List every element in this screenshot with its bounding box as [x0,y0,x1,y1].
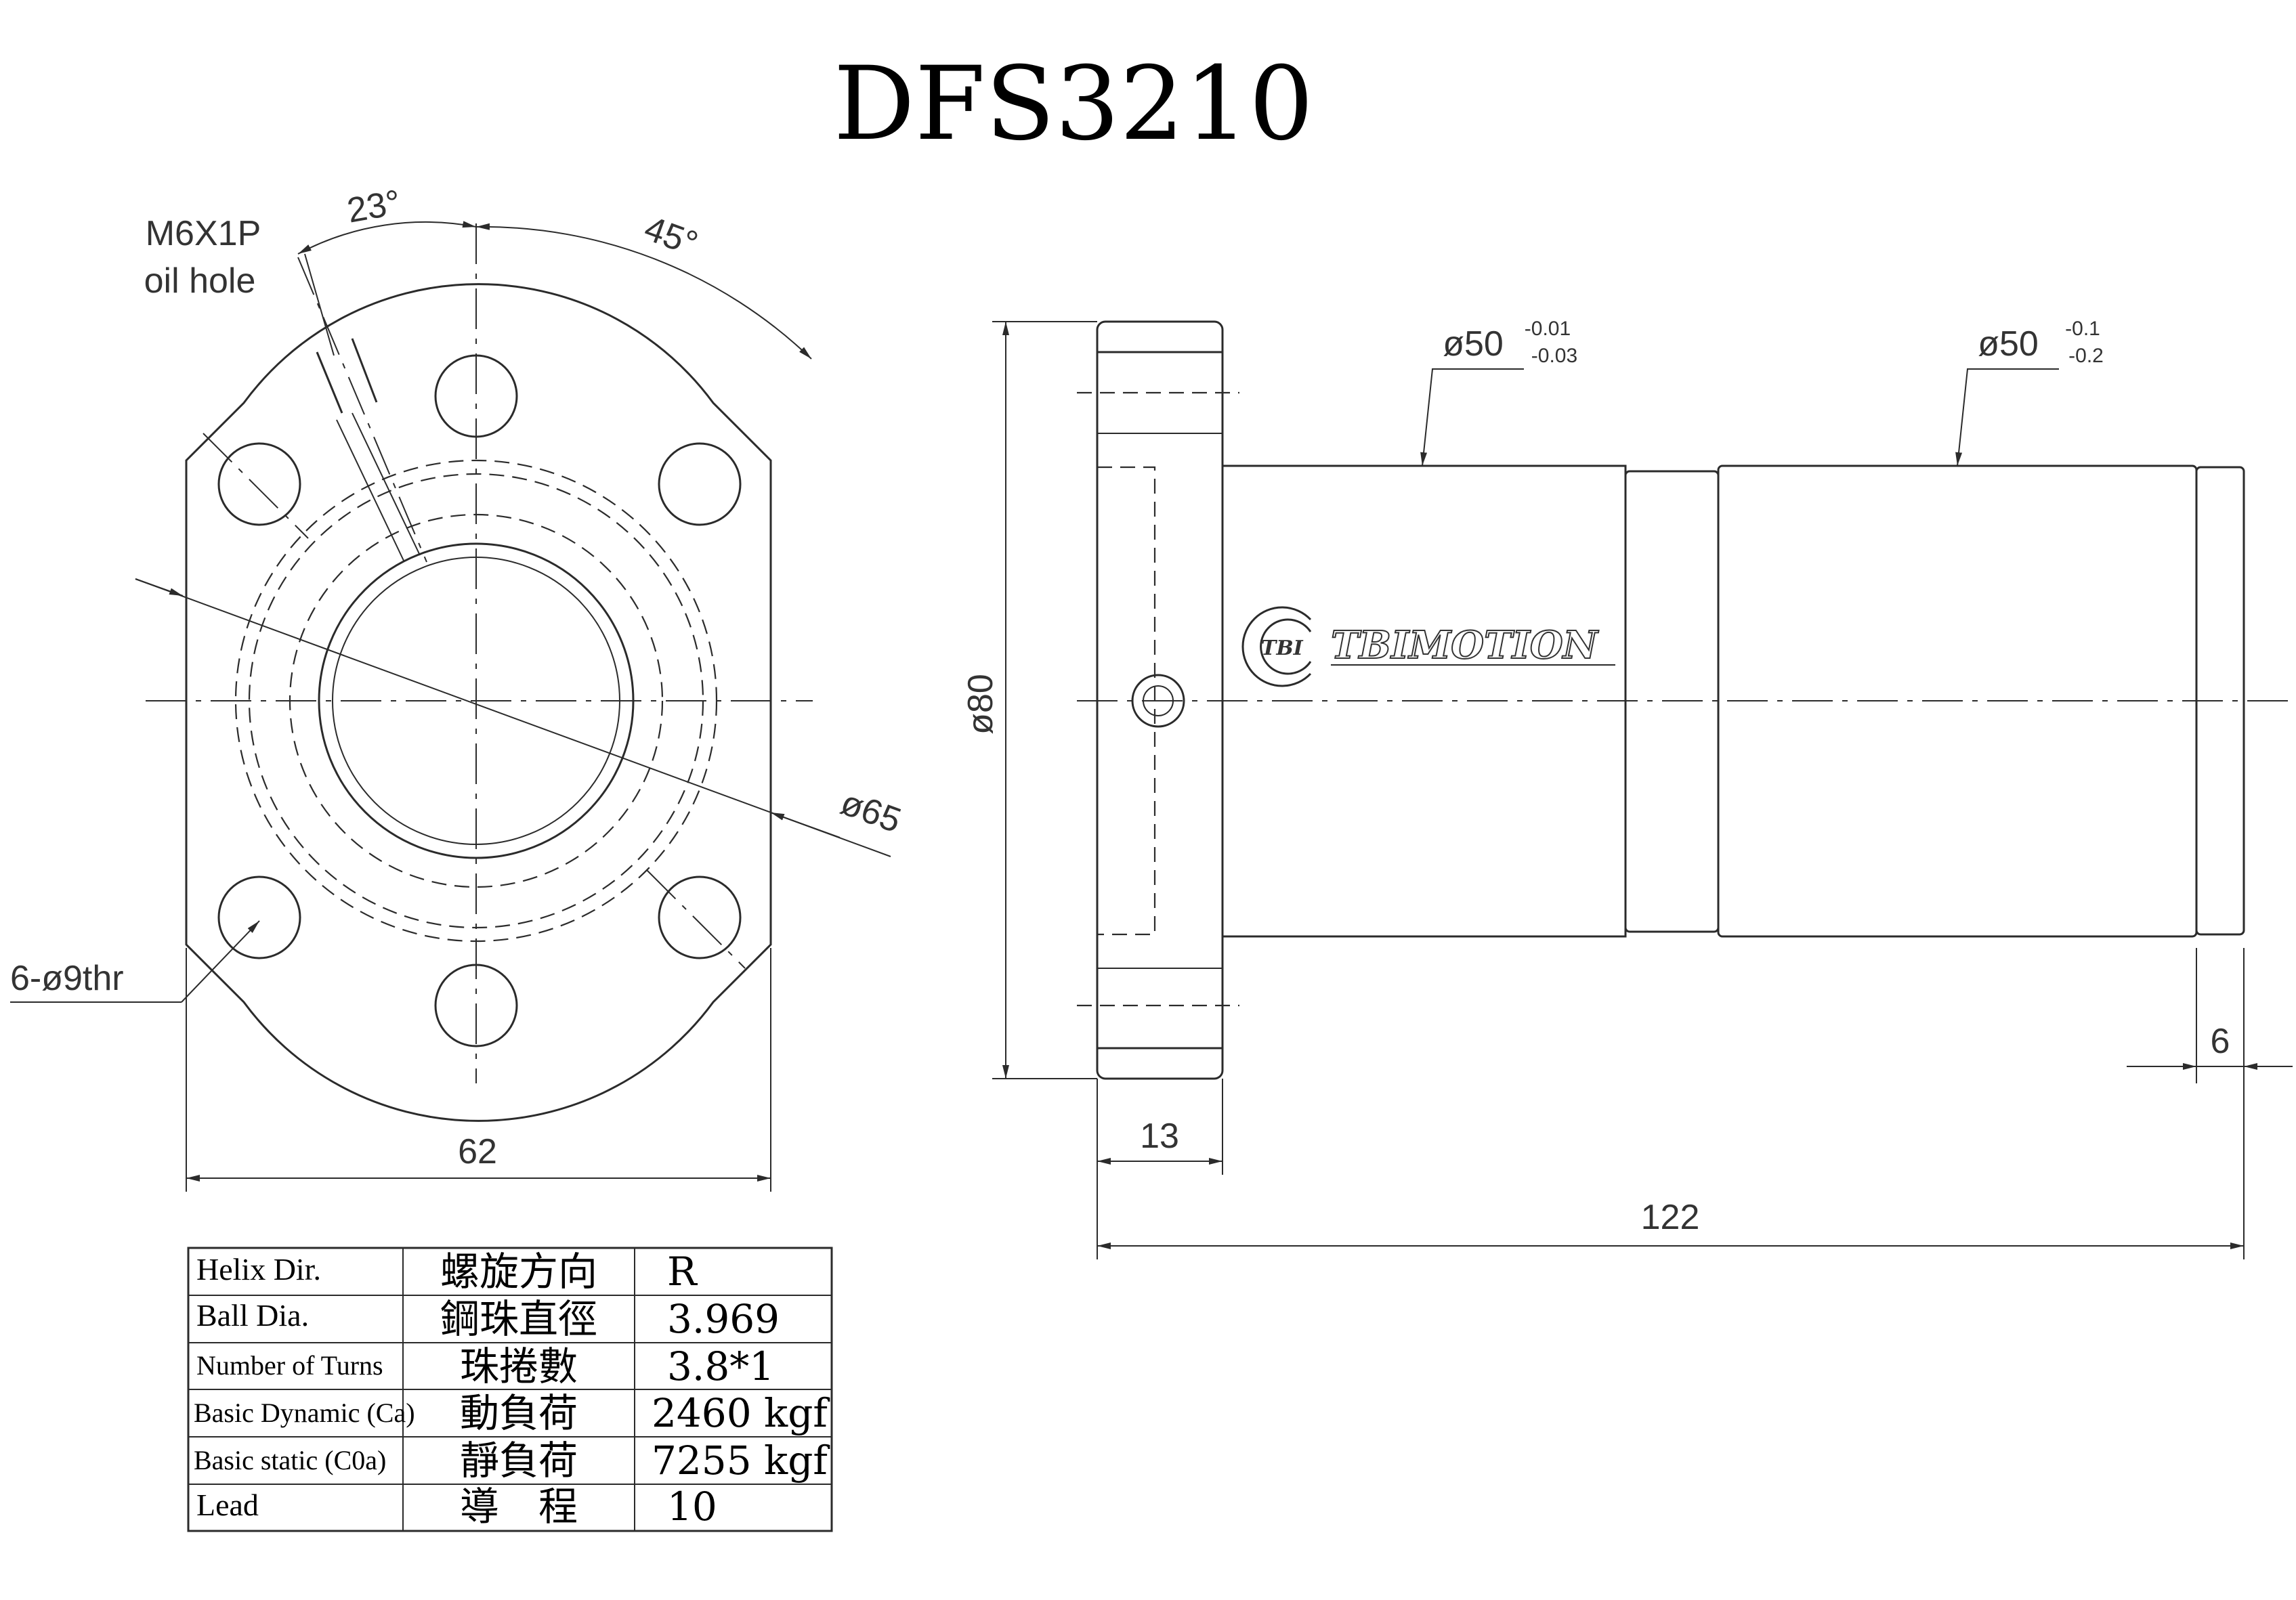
body-dia-2-tol-lower: -0.2 [2068,345,2104,367]
row-zh-label: 靜負荷 [460,1437,578,1484]
oil-hole [297,257,427,563]
oil-hole-label: oil hole [144,261,256,301]
row-zh-label: 螺旋方向 [440,1249,597,1295]
row-en-label: Number of Turns [196,1350,383,1381]
flange-outline [185,283,772,1122]
bolt-hole [658,875,742,959]
row-value: 7255 kgf [652,1437,830,1484]
row-en-label: Lead [196,1488,259,1522]
total-length-label: 122 [1641,1198,1700,1237]
body-dia-1-tol-upper: -0.01 [1525,318,1571,340]
holes-spec-label: 6-ø9thr [10,959,124,998]
table-row: Ball Dia. 鋼珠直徑 3.969 [196,1296,780,1342]
row-value: 3.8*1 [667,1343,774,1389]
oil-hole-spec: M6X1P [146,214,261,253]
row-zh-label: 導 程 [460,1484,578,1530]
row-value: 3.969 [667,1296,780,1342]
end-length-label: 6 [2211,1022,2230,1061]
angle-arc-45 [475,223,812,360]
bolt-circle-dia-label: ø65 [836,783,906,840]
flange-width-label: 62 [458,1132,497,1171]
bolt-hole [217,442,301,526]
row-en-label: Basic Dynamic (Ca) [194,1398,415,1428]
row-en-label: Basic static (C0a) [194,1445,386,1475]
body-dia-1-label: ø50 [1443,324,1504,364]
body-dia-2-label: ø50 [1978,324,2039,364]
angle-arc-23 [297,221,477,255]
bolt-hole [658,442,742,526]
table-row: Basic static (C0a) 靜負荷 7255 kgf [194,1437,830,1484]
flange-thickness-label: 13 [1140,1117,1179,1156]
side-oil-hole [1131,674,1185,728]
angle-45-label: 45° [639,209,703,263]
row-zh-label: 動負荷 [460,1390,578,1436]
front-view: 23° 45° M6X1P oil hole ø65 6-ø9thr 62 [10,183,906,1192]
table-row: Lead 導 程 10 [196,1484,717,1530]
row-value: 2460 kgf [652,1390,830,1436]
row-value: R [667,1249,698,1295]
spec-table: Helix Dir. 螺旋方向 R Ball Dia. 鋼珠直徑 3.969 N… [187,1247,833,1532]
drawing-title: DFS3210 [834,45,1314,163]
flange-dia-label: ø80 [961,674,1000,735]
table-row: Number of Turns 珠捲數 3.8*1 [196,1343,774,1389]
table-row: Basic Dynamic (Ca) 動負荷 2460 kgf [194,1390,830,1436]
logo-text: TBIMOTION [1331,623,1599,668]
row-zh-label: 珠捲數 [460,1343,578,1389]
table-row: Helix Dir. 螺旋方向 R [196,1249,698,1295]
body-dia-2-tol-upper: -0.1 [2065,318,2100,340]
row-en-label: Helix Dir. [196,1252,321,1287]
bolt-hole [217,875,301,959]
side-view: TBI TBIMOTION ø80 ø50 -0.01 -0.03 ø50 -0… [961,318,2296,1259]
row-value: 10 [667,1484,717,1530]
angle-23-label: 23° [344,183,404,231]
row-en-label: Ball Dia. [196,1298,309,1333]
tbi-logo: TBI TBIMOTION [1241,606,1615,687]
body-dia-1-tol-lower: -0.03 [1531,345,1577,367]
row-zh-label: 鋼珠直徑 [440,1296,597,1342]
logo-mark: TBI [1261,636,1304,660]
